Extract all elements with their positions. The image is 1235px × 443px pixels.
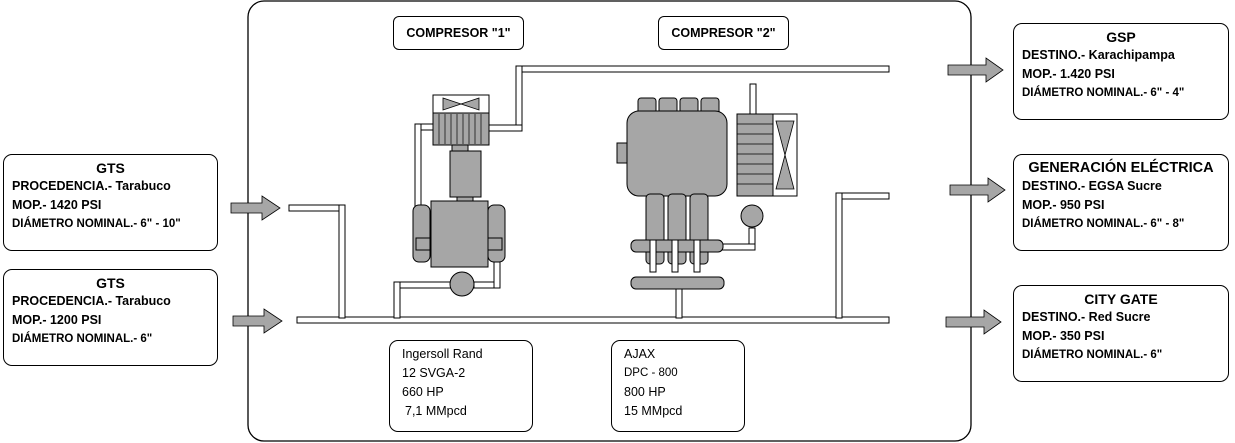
comp1-cylinder-right bbox=[487, 204, 506, 263]
comp1-frame bbox=[430, 200, 489, 268]
comp2-riser-2 bbox=[671, 239, 679, 273]
compressor-1-maker: Ingersoll Rand bbox=[402, 347, 483, 361]
outlet-city-gate-destino: DESTINO.- Red Sucre bbox=[1022, 310, 1151, 324]
inlet-gts-2-title: GTS bbox=[96, 275, 125, 291]
compressor-2-maker: AJAX bbox=[624, 347, 656, 361]
discharge-pipe-vertical bbox=[515, 65, 523, 132]
inlet-1-pipe-vertical bbox=[338, 204, 346, 319]
outlet-city-gate: CITY GATE DESTINO.- Red Sucre MOP.- 350 … bbox=[1013, 285, 1229, 382]
outlet-arrow-city-gate bbox=[945, 309, 1002, 335]
inlet-arrow-1 bbox=[230, 195, 281, 221]
outlet-city-gate-diametro: DIÁMETRO NOMINAL.- 6" bbox=[1022, 349, 1163, 361]
comp1-base-left bbox=[415, 237, 431, 251]
inlet-arrow-2 bbox=[232, 308, 283, 334]
comp2-return-pipe bbox=[717, 243, 756, 251]
outlet-gsp-diametro: DIÁMETRO NOMINAL.- 6" - 4" bbox=[1022, 87, 1185, 99]
outlet-generacion-destino: DESTINO.- EGSA Sucre bbox=[1022, 179, 1162, 193]
discharge-pipe-link bbox=[488, 124, 523, 132]
comp1-bottom-pipe-v bbox=[393, 281, 401, 319]
outlet-gsp-destino: DESTINO.- Karachipampa bbox=[1022, 48, 1175, 62]
comp1-base-right bbox=[487, 237, 503, 251]
outlet-city-gate-title: CITY GATE bbox=[1084, 291, 1158, 307]
comp2-scrubber bbox=[740, 204, 764, 228]
compressor-2-label: COMPRESOR "2" bbox=[658, 16, 789, 50]
comp1-engine bbox=[449, 150, 482, 198]
comp1-bottom-pipe-h bbox=[393, 281, 453, 289]
comp1-loop-left bbox=[414, 123, 422, 215]
discharge-pipe-top bbox=[515, 65, 890, 73]
inlet-gts-2-procedencia: PROCEDENCIA.- Tarabuco bbox=[12, 294, 171, 308]
riser-pipe-horizontal bbox=[835, 192, 890, 200]
compressor-1-power: 660 HP bbox=[402, 385, 444, 399]
compressor-2-capacity: 15 MMpcd bbox=[624, 404, 683, 418]
inlet-gts-1-mop: MOP.- 1420 PSI bbox=[12, 198, 102, 212]
inlet-gts-1: GTS PROCEDENCIA.- Tarabuco MOP.- 1420 PS… bbox=[3, 154, 218, 251]
comp2-riser-3 bbox=[693, 239, 701, 273]
main-header-pipe bbox=[296, 316, 890, 324]
comp1-neck bbox=[451, 144, 469, 152]
compressor-1-label: COMPRESOR "1" bbox=[393, 16, 524, 50]
comp1-cylinder-left bbox=[412, 204, 431, 263]
comp2-flywheel-shaft bbox=[616, 142, 628, 164]
outlet-gsp-title: GSP bbox=[1106, 29, 1136, 45]
inlet-gts-2: GTS PROCEDENCIA.- Tarabuco MOP.- 1200 PS… bbox=[3, 269, 218, 366]
inlet-gts-2-diametro: DIÁMETRO NOMINAL.- 6" bbox=[12, 333, 153, 345]
comp2-cooler-pipe bbox=[749, 83, 757, 115]
inlet-1-pipe-horizontal bbox=[288, 204, 342, 212]
comp2-cooler bbox=[736, 113, 774, 197]
comp2-engine bbox=[626, 110, 728, 197]
compressor-1-model: 12 SVGA-2 bbox=[402, 366, 466, 380]
comp2-cooler-fins bbox=[737, 123, 773, 185]
outlet-arrow-generacion bbox=[949, 177, 1006, 203]
compressor-1-drawing bbox=[412, 94, 506, 297]
outlet-city-gate-mop: MOP.- 350 PSI bbox=[1022, 329, 1105, 343]
inlet-gts-1-diametro: DIÁMETRO NOMINAL.- 6" - 10" bbox=[12, 218, 181, 230]
outlet-generacion-title: GENERACIÓN ELÉCTRICA bbox=[1028, 160, 1214, 176]
comp1-fan-icon bbox=[442, 97, 480, 111]
compressor-2-specs: AJAX DPC - 800 800 HP 15 MMpcd bbox=[611, 340, 745, 432]
outlet-generacion-mop: MOP.- 950 PSI bbox=[1022, 198, 1105, 212]
pipes bbox=[288, 65, 890, 324]
outlet-generacion-electrica: GENERACIÓN ELÉCTRICA DESTINO.- EGSA Sucr… bbox=[1013, 154, 1229, 251]
comp1-scrubber bbox=[449, 271, 475, 297]
compressor-2-model: DPC - 800 bbox=[624, 367, 678, 379]
compressor-2-drawing bbox=[616, 97, 798, 290]
compressor-station-enclosure bbox=[247, 0, 972, 442]
comp1-cooler-fins bbox=[438, 114, 482, 144]
compressor-1-specs: Ingersoll Rand 12 SVGA-2 660 HP 7,1 MMpc… bbox=[389, 340, 533, 432]
outlet-generacion-diametro: DIÁMETRO NOMINAL.- 6" - 8" bbox=[1022, 218, 1185, 230]
inlet-gts-1-procedencia: PROCEDENCIA.- Tarabuco bbox=[12, 179, 171, 193]
riser-pipe-vertical bbox=[835, 192, 843, 319]
comp2-manifold-bottom bbox=[630, 276, 725, 290]
comp2-fan-icon bbox=[775, 120, 795, 190]
compressor-1-capacity: 7,1 MMpcd bbox=[405, 404, 467, 418]
outlet-arrow-gsp bbox=[947, 57, 1004, 83]
compressor-2-power: 800 HP bbox=[624, 385, 666, 399]
outlet-gsp: GSP DESTINO.- Karachipampa MOP.- 1.420 P… bbox=[1013, 23, 1229, 120]
inlet-gts-2-mop: MOP.- 1200 PSI bbox=[12, 313, 102, 327]
inlet-gts-1-title: GTS bbox=[96, 160, 125, 176]
comp2-riser-1 bbox=[649, 239, 657, 273]
outlet-gsp-mop: MOP.- 1.420 PSI bbox=[1022, 67, 1115, 81]
